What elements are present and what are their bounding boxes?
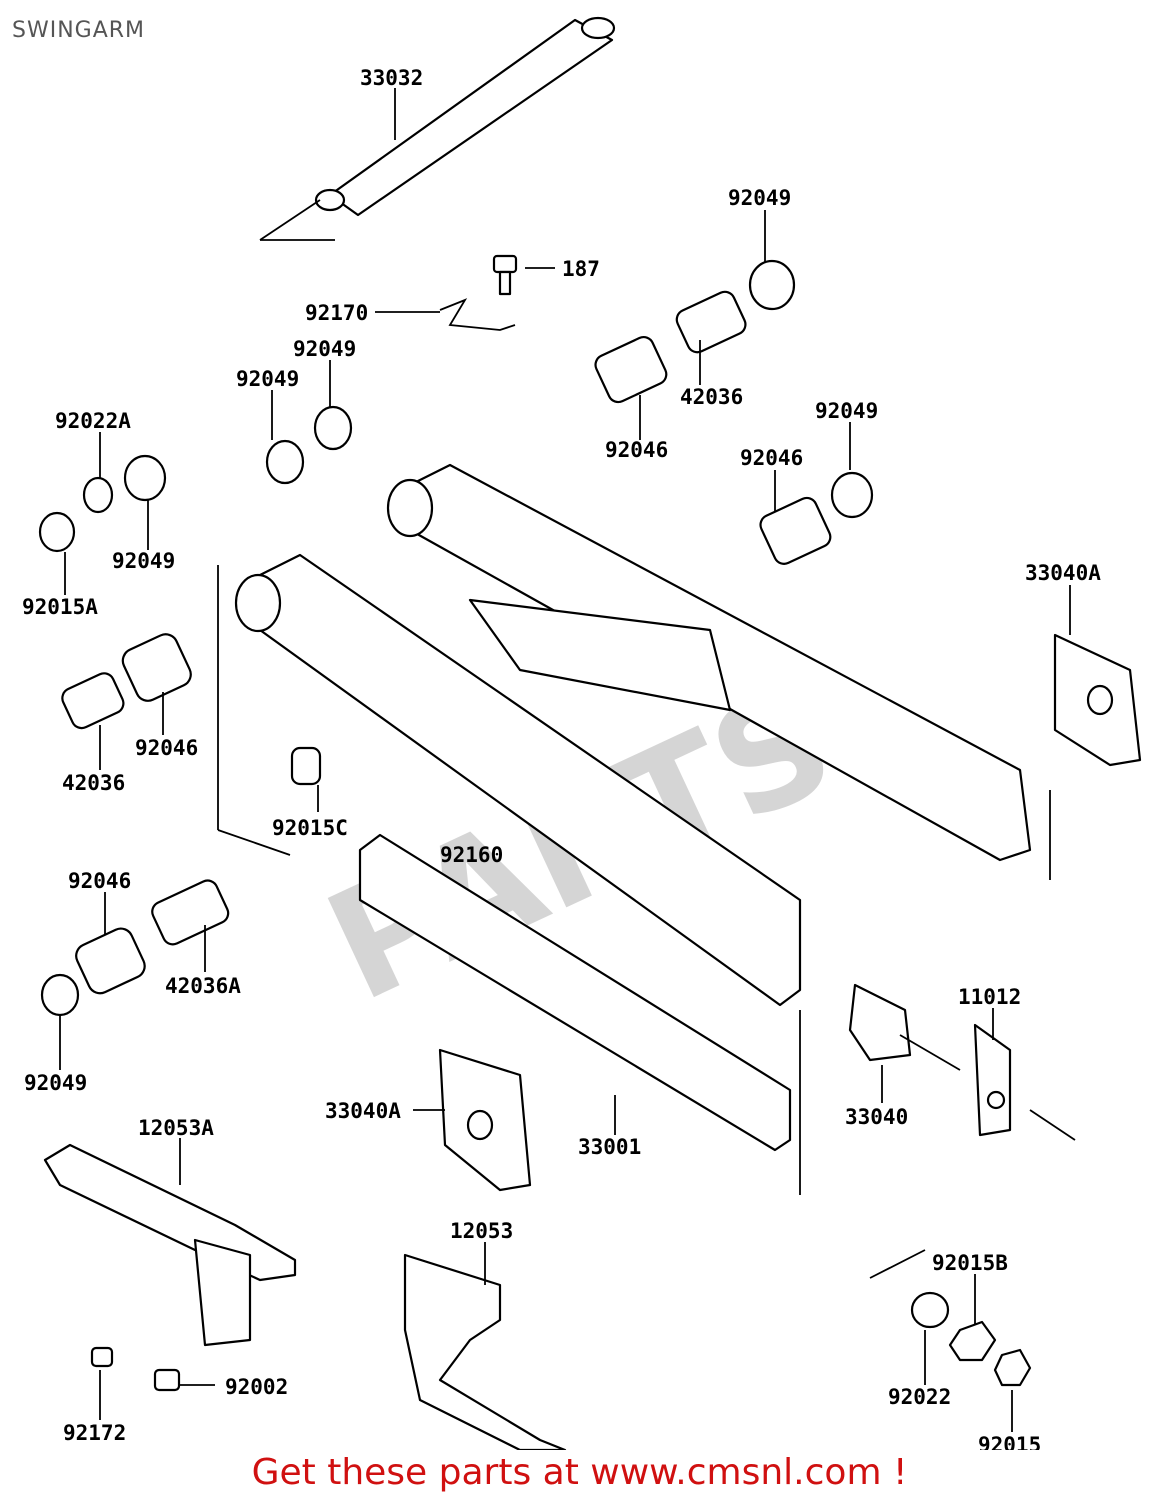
label-92022A[interactable]: 92022A [55, 409, 131, 433]
label-92046-left-middle[interactable]: 92046 [135, 736, 198, 760]
label-33032[interactable]: 33032 [360, 66, 423, 90]
label-187[interactable]: 187 [562, 257, 600, 281]
footer-link[interactable]: Get these parts at www.cmsnl.com ! [251, 1452, 908, 1493]
label-11012[interactable]: 11012 [958, 985, 1021, 1009]
label-92049-left[interactable]: 92049 [112, 549, 175, 573]
label-92022[interactable]: 92022 [888, 1385, 951, 1409]
label-12053A[interactable]: 12053A [138, 1116, 214, 1140]
label-92015A[interactable]: 92015A [22, 595, 98, 619]
clip-92170[interactable] [439, 298, 516, 331]
label-42036A[interactable]: 42036A [165, 974, 241, 998]
label-42036-upper[interactable]: 42036 [680, 385, 743, 409]
label-92046-left-lower[interactable]: 92046 [68, 869, 131, 893]
label-92172[interactable]: 92172 [63, 1421, 126, 1445]
label-92002[interactable]: 92002 [225, 1375, 288, 1399]
chain-adjuster-bolt[interactable] [848, 983, 1012, 1137]
swingarm-body[interactable] [217, 463, 1051, 1195]
label-92046-right[interactable]: 92046 [740, 446, 803, 470]
label-33040[interactable]: 33040 [845, 1105, 908, 1129]
bushing-right-upper[interactable] [592, 259, 874, 567]
pivot-shaft[interactable] [259, 16, 616, 241]
part-labels: 33032 92049 187 92170 92049 92049 42036 … [22, 66, 1101, 1450]
label-92049-top-right[interactable]: 92049 [728, 186, 791, 210]
label-33040A-right[interactable]: 33040A [1025, 561, 1101, 585]
label-92049-upper-left-b[interactable]: 92049 [236, 367, 299, 391]
label-92015[interactable]: 92015 [978, 1433, 1041, 1450]
label-92046-upper[interactable]: 92046 [605, 438, 668, 462]
bushing-left-middle[interactable] [59, 630, 322, 786]
bushing-left-lower[interactable] [40, 877, 231, 1017]
label-92049-right[interactable]: 92049 [815, 399, 878, 423]
label-92170[interactable]: 92170 [305, 301, 368, 325]
leader-lines [59, 88, 1071, 1432]
chain-adjuster-right[interactable] [1053, 633, 1142, 767]
label-92160[interactable]: 92160 [440, 843, 503, 867]
chain-guide[interactable] [43, 1143, 297, 1392]
swingarm-diagram: PARTS [22, 16, 1142, 1450]
label-12053[interactable]: 12053 [450, 1219, 513, 1243]
label-92049-upper-left-a[interactable]: 92049 [293, 337, 356, 361]
label-92015C[interactable]: 92015C [272, 816, 348, 840]
nut-washer-set[interactable] [869, 1109, 1076, 1387]
label-92015B[interactable]: 92015B [932, 1251, 1008, 1275]
label-42036-left[interactable]: 42036 [62, 771, 125, 795]
footer-banner: Get these parts at www.cmsnl.com ! [0, 1452, 1159, 1493]
chain-adjuster-left[interactable] [438, 1048, 532, 1192]
bushing-left-upper[interactable] [38, 405, 353, 553]
page-title: SWINGARM [12, 18, 146, 43]
chain-slipper[interactable] [403, 1253, 567, 1450]
label-33001[interactable]: 33001 [578, 1135, 641, 1159]
label-33040A-left[interactable]: 33040A [325, 1099, 401, 1123]
bolt-187[interactable] [492, 254, 518, 296]
label-92049-bottom-left[interactable]: 92049 [24, 1071, 87, 1095]
